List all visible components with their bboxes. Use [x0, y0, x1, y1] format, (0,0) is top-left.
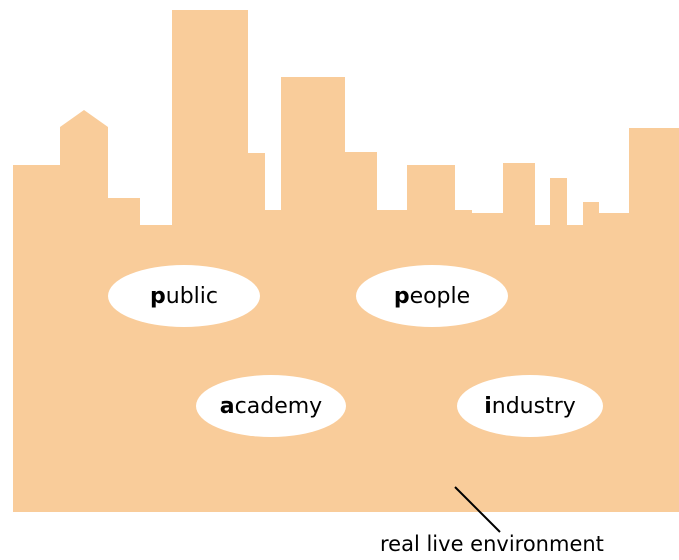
bubble-academy-rest: cademy [234, 393, 323, 419]
bubble-people-initial: p [393, 283, 410, 309]
bubble-public-rest: ublic [165, 283, 218, 309]
bubble-public-initial: p [150, 283, 166, 309]
bubble-academy-initial: a [219, 393, 235, 419]
bubble-industry-initial: i [484, 393, 492, 419]
bubble-industry-rest: ndustry [491, 393, 576, 419]
bubble-people-rest: eople [409, 283, 471, 309]
caption-pointer-line [454, 486, 501, 533]
skyline-shape [13, 10, 679, 512]
caption-label: real live environment [380, 532, 604, 556]
